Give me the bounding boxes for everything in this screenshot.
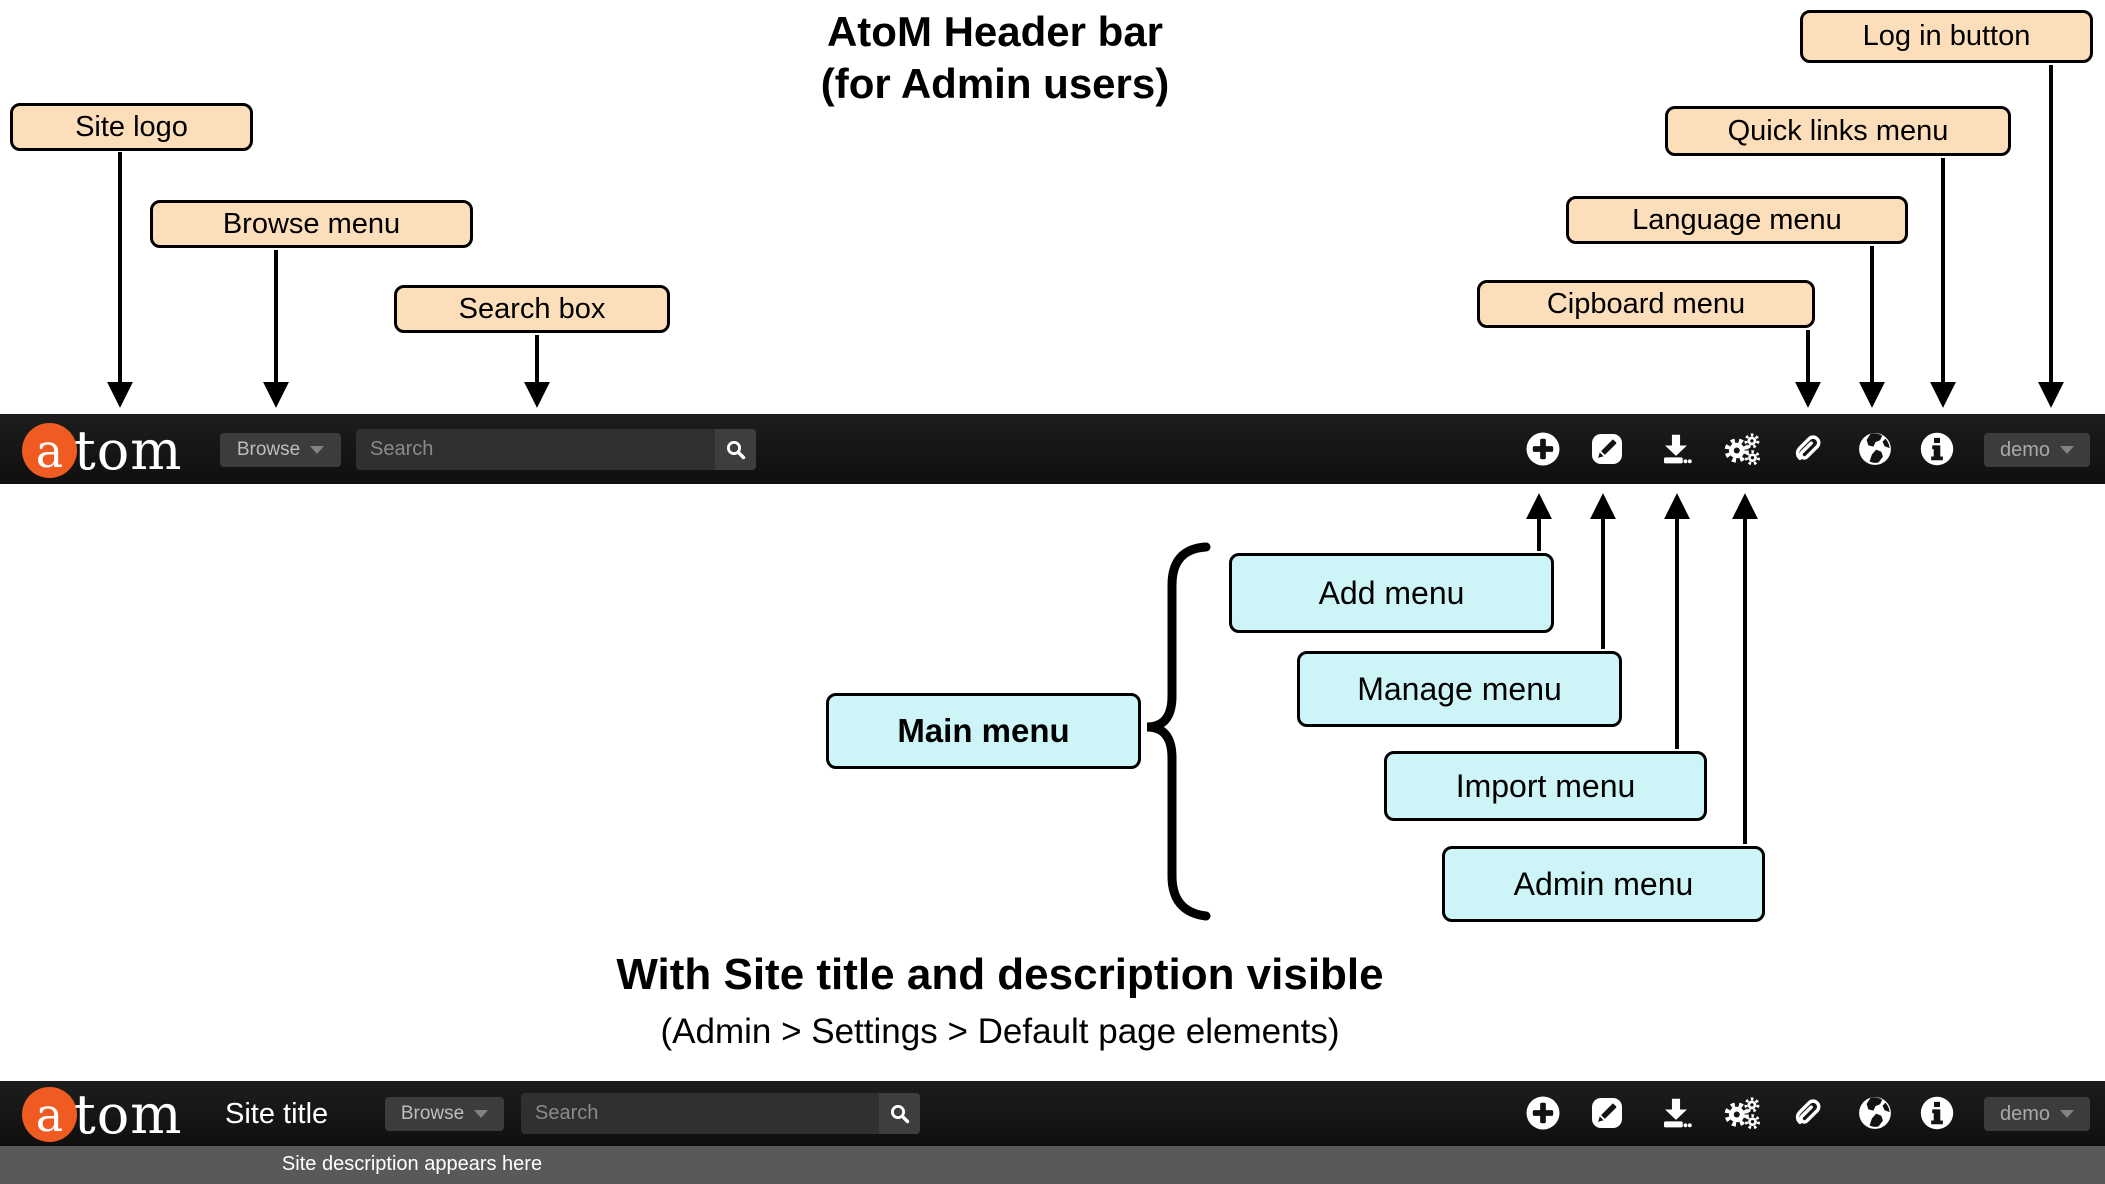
- add-menu-button[interactable]: [1524, 1094, 1562, 1132]
- import-menu-button[interactable]: [1657, 430, 1695, 468]
- user-label: demo: [1999, 438, 2051, 461]
- atom-logo-tom: tom: [74, 1083, 183, 1146]
- chevron-down-icon: [2060, 1110, 2075, 1118]
- site-logo[interactable]: a tom: [22, 423, 182, 478]
- atom-logo-a: a: [22, 423, 77, 478]
- language-menu-button[interactable]: [1856, 1094, 1894, 1132]
- callout-log-in-button: Log in button: [1800, 10, 2093, 63]
- atom-logo-tom: tom: [74, 419, 183, 482]
- info-circle-icon: [1920, 432, 1954, 466]
- page-title-line2: (for Admin users): [820, 60, 1170, 107]
- callout-main-menu: Main menu: [826, 693, 1141, 769]
- paperclip-icon: [1795, 1099, 1821, 1125]
- search-input[interactable]: [521, 1093, 889, 1134]
- callout-site-logo: Site logo: [10, 103, 253, 151]
- search-input[interactable]: [356, 429, 725, 470]
- page-title-line1: AtoM Header bar: [826, 8, 1164, 55]
- manage-menu-button[interactable]: [1588, 430, 1626, 468]
- paperclip-icon: [1795, 435, 1821, 461]
- search-button[interactable]: [715, 429, 756, 470]
- pencil-square-icon: [1592, 434, 1622, 464]
- section2-subtitle: (Admin > Settings > Default page element…: [660, 1012, 1340, 1051]
- admin-menu-button[interactable]: [1723, 1094, 1761, 1132]
- clipboard-menu-button[interactable]: [1788, 430, 1826, 468]
- callout-language-menu: Language menu: [1566, 196, 1908, 244]
- callout-quick-links-menu: Quick links menu: [1665, 106, 2011, 156]
- clipboard-menu-button[interactable]: [1788, 1094, 1826, 1132]
- language-menu-button[interactable]: [1856, 430, 1894, 468]
- quick-links-menu-button[interactable]: [1918, 430, 1956, 468]
- chevron-down-icon: [310, 446, 325, 454]
- site-description-text: Site description appears here: [281, 1153, 543, 1175]
- header-bar-admin: a tom Browse: [0, 414, 2105, 484]
- admin-menu-button[interactable]: [1723, 430, 1761, 468]
- callout-search-box: Search box: [394, 285, 670, 333]
- manage-menu-button[interactable]: [1588, 1094, 1626, 1132]
- browse-menu-button[interactable]: Browse: [385, 1097, 504, 1131]
- pencil-square-icon: [1592, 1098, 1622, 1128]
- callout-browse-menu: Browse menu: [150, 200, 473, 248]
- download-icon: [1664, 1098, 1692, 1128]
- log-in-button[interactable]: demo: [1984, 1097, 2090, 1131]
- callout-admin-menu: Admin menu: [1442, 846, 1765, 922]
- browse-label: Browse: [236, 439, 301, 460]
- site-description-strip: [0, 1146, 2105, 1184]
- main-menu-brace: [1146, 542, 1211, 921]
- import-menu-button[interactable]: [1657, 1094, 1695, 1132]
- callout-add-menu: Add menu: [1229, 553, 1554, 633]
- chevron-down-icon: [2060, 446, 2075, 454]
- atom-logo-a: a: [22, 1087, 77, 1142]
- search-box: [521, 1093, 920, 1134]
- gears-icon: [1724, 433, 1760, 466]
- search-button[interactable]: [879, 1093, 920, 1134]
- page-title: AtoM Header bar (for Admin users): [645, 6, 1345, 110]
- download-icon: [1664, 434, 1692, 464]
- globe-icon: [1859, 1097, 1891, 1129]
- globe-icon: [1859, 433, 1891, 465]
- browse-label: Browse: [400, 1103, 465, 1124]
- browse-menu-button[interactable]: Browse: [220, 433, 341, 467]
- plus-circle-icon: [1526, 1096, 1560, 1130]
- search-icon: [890, 1104, 909, 1123]
- quick-links-menu-button[interactable]: [1918, 1094, 1956, 1132]
- callout-import-menu: Import menu: [1384, 751, 1707, 821]
- chevron-down-icon: [474, 1110, 489, 1118]
- log-in-button[interactable]: demo: [1984, 433, 2090, 467]
- callout-clipboard-menu: Cipboard menu: [1477, 280, 1815, 328]
- section2-title: With Site title and description visible: [616, 950, 1384, 999]
- plus-circle-icon: [1526, 432, 1560, 466]
- search-icon: [726, 440, 745, 459]
- info-circle-icon: [1920, 1096, 1954, 1130]
- add-menu-button[interactable]: [1524, 430, 1562, 468]
- user-label: demo: [1999, 1102, 2051, 1125]
- header-bar-with-site-title: a tom Site title Browse: [0, 1081, 2105, 1146]
- search-box: [356, 429, 756, 470]
- gears-icon: [1724, 1097, 1760, 1130]
- site-logo[interactable]: a tom: [22, 1087, 182, 1142]
- site-title-text[interactable]: Site title: [225, 1098, 329, 1130]
- callout-manage-menu: Manage menu: [1297, 651, 1622, 727]
